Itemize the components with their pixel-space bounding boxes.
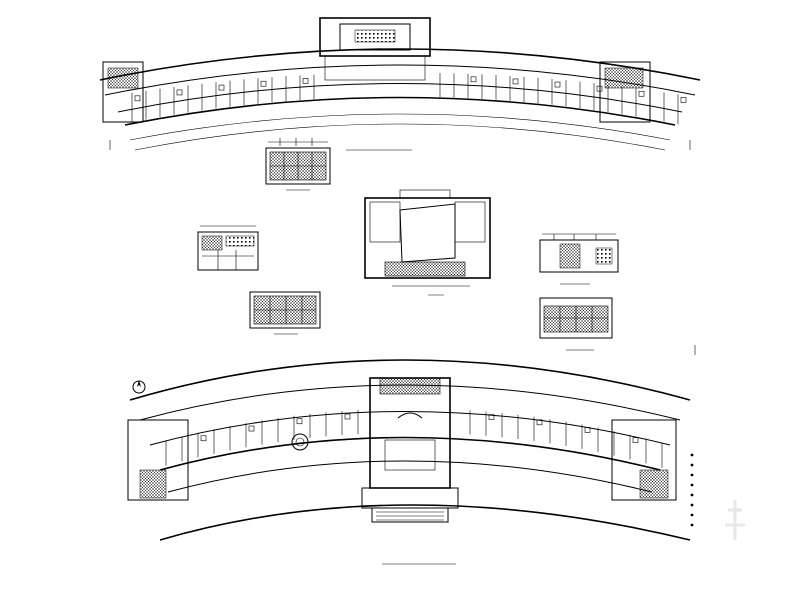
grid-axis-dot — [690, 483, 694, 487]
detail-plan-b — [197, 225, 259, 271]
grid-axis-dot — [690, 503, 694, 507]
grid-axis-dot — [690, 473, 694, 477]
furniture-block — [302, 78, 309, 84]
furniture-block — [554, 81, 561, 88]
furniture-block — [536, 419, 543, 426]
furniture-block — [200, 435, 207, 442]
grid-axis-dot — [690, 513, 694, 517]
furniture-block — [344, 413, 351, 420]
grid-axis-dot — [690, 493, 694, 497]
detail-plan-c — [249, 291, 321, 335]
furniture-block — [176, 89, 183, 96]
furniture-block — [134, 95, 141, 102]
north-arrow-icon — [132, 380, 146, 394]
grid-axis-dot — [690, 453, 694, 457]
furniture-block — [488, 414, 495, 420]
furniture-block — [296, 418, 303, 425]
furniture-block — [680, 97, 687, 103]
upper-floor-plan — [99, 17, 701, 151]
lobby-detail-plan — [364, 189, 491, 296]
lower-floor-plan — [127, 359, 691, 541]
detail-plan-a — [265, 138, 331, 191]
furniture-block — [638, 90, 645, 97]
furniture-block — [248, 425, 255, 432]
furniture-block — [584, 427, 591, 433]
detail-plan-d — [539, 233, 619, 285]
furniture-block — [596, 85, 603, 92]
furniture-block — [260, 80, 267, 87]
axis-dots-right — [690, 453, 694, 527]
detail-plan-e — [539, 297, 613, 351]
grid-axis-dot — [690, 523, 694, 527]
furniture-block — [512, 78, 519, 85]
grid-axis-dot — [690, 463, 694, 467]
watermark-logo — [725, 500, 745, 540]
furniture-block — [218, 84, 225, 91]
furniture-block — [470, 76, 477, 83]
furniture-block — [632, 437, 639, 443]
